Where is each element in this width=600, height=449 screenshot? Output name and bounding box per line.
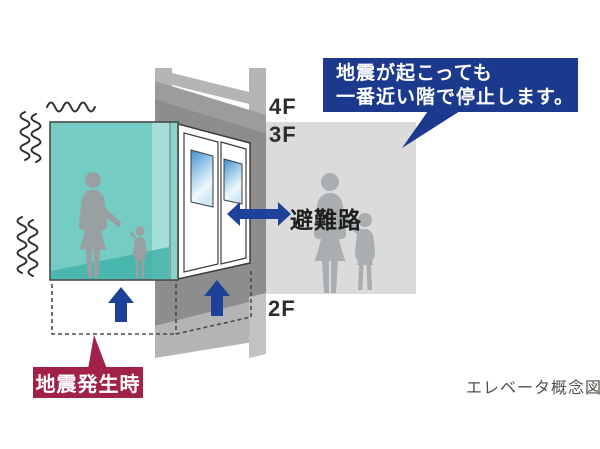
speech-bubble-box <box>323 58 578 112</box>
right-pillar-lower <box>249 293 266 358</box>
door-window-right <box>223 158 243 205</box>
speech-bubble-tail <box>402 111 460 148</box>
vibration-squiggle-left2-icon <box>30 113 42 163</box>
callout-pointer <box>88 335 107 369</box>
speech-bubble-text: 地震が起こっても 一番近い階で停止します。 <box>336 62 574 110</box>
floor-label-2f: 2F <box>268 296 296 321</box>
double-arrow-icon <box>227 202 291 226</box>
earthquake-time-label-box <box>33 367 143 398</box>
dashed-previous-position <box>51 268 252 335</box>
vibration-squiggle-left4-icon <box>27 219 39 277</box>
second-floor-slab <box>155 298 266 358</box>
floor-label-3f: 3F <box>269 122 297 147</box>
beam-top-face <box>172 73 249 104</box>
elevator-car <box>177 123 251 280</box>
diagram-caption: エレベータ概念図 <box>466 380 600 397</box>
vibration-squiggle-top-icon <box>46 101 96 113</box>
evacuation-route-label: 避難路 <box>290 207 362 233</box>
glass-box-outline <box>49 121 179 281</box>
glass-panel-highlight <box>152 122 170 280</box>
vibration-squiggle-left3-icon <box>16 216 28 274</box>
vibration-squiggle-icons <box>16 101 96 277</box>
floor-label-4f: 4F <box>269 94 297 119</box>
speech-bubble-line2: 一番近い階で停止します。 <box>336 87 575 108</box>
earthquake-time-label: 地震発生時 <box>35 374 141 396</box>
glass-panel-side <box>170 122 178 280</box>
up-arrow-left-icon <box>108 287 134 322</box>
earthquake-time-callout <box>33 335 143 398</box>
speech-bubble-line1: 地震が起こっても <box>336 63 493 84</box>
glass-elevator-cutaway <box>49 121 179 281</box>
beam-front-face <box>155 81 266 133</box>
speech-bubble <box>323 58 578 148</box>
up-arrow-right-icon <box>204 280 230 316</box>
right-pillar <box>249 68 266 123</box>
door-window-left <box>190 149 214 208</box>
vibration-squiggle-left1-icon <box>19 111 31 161</box>
